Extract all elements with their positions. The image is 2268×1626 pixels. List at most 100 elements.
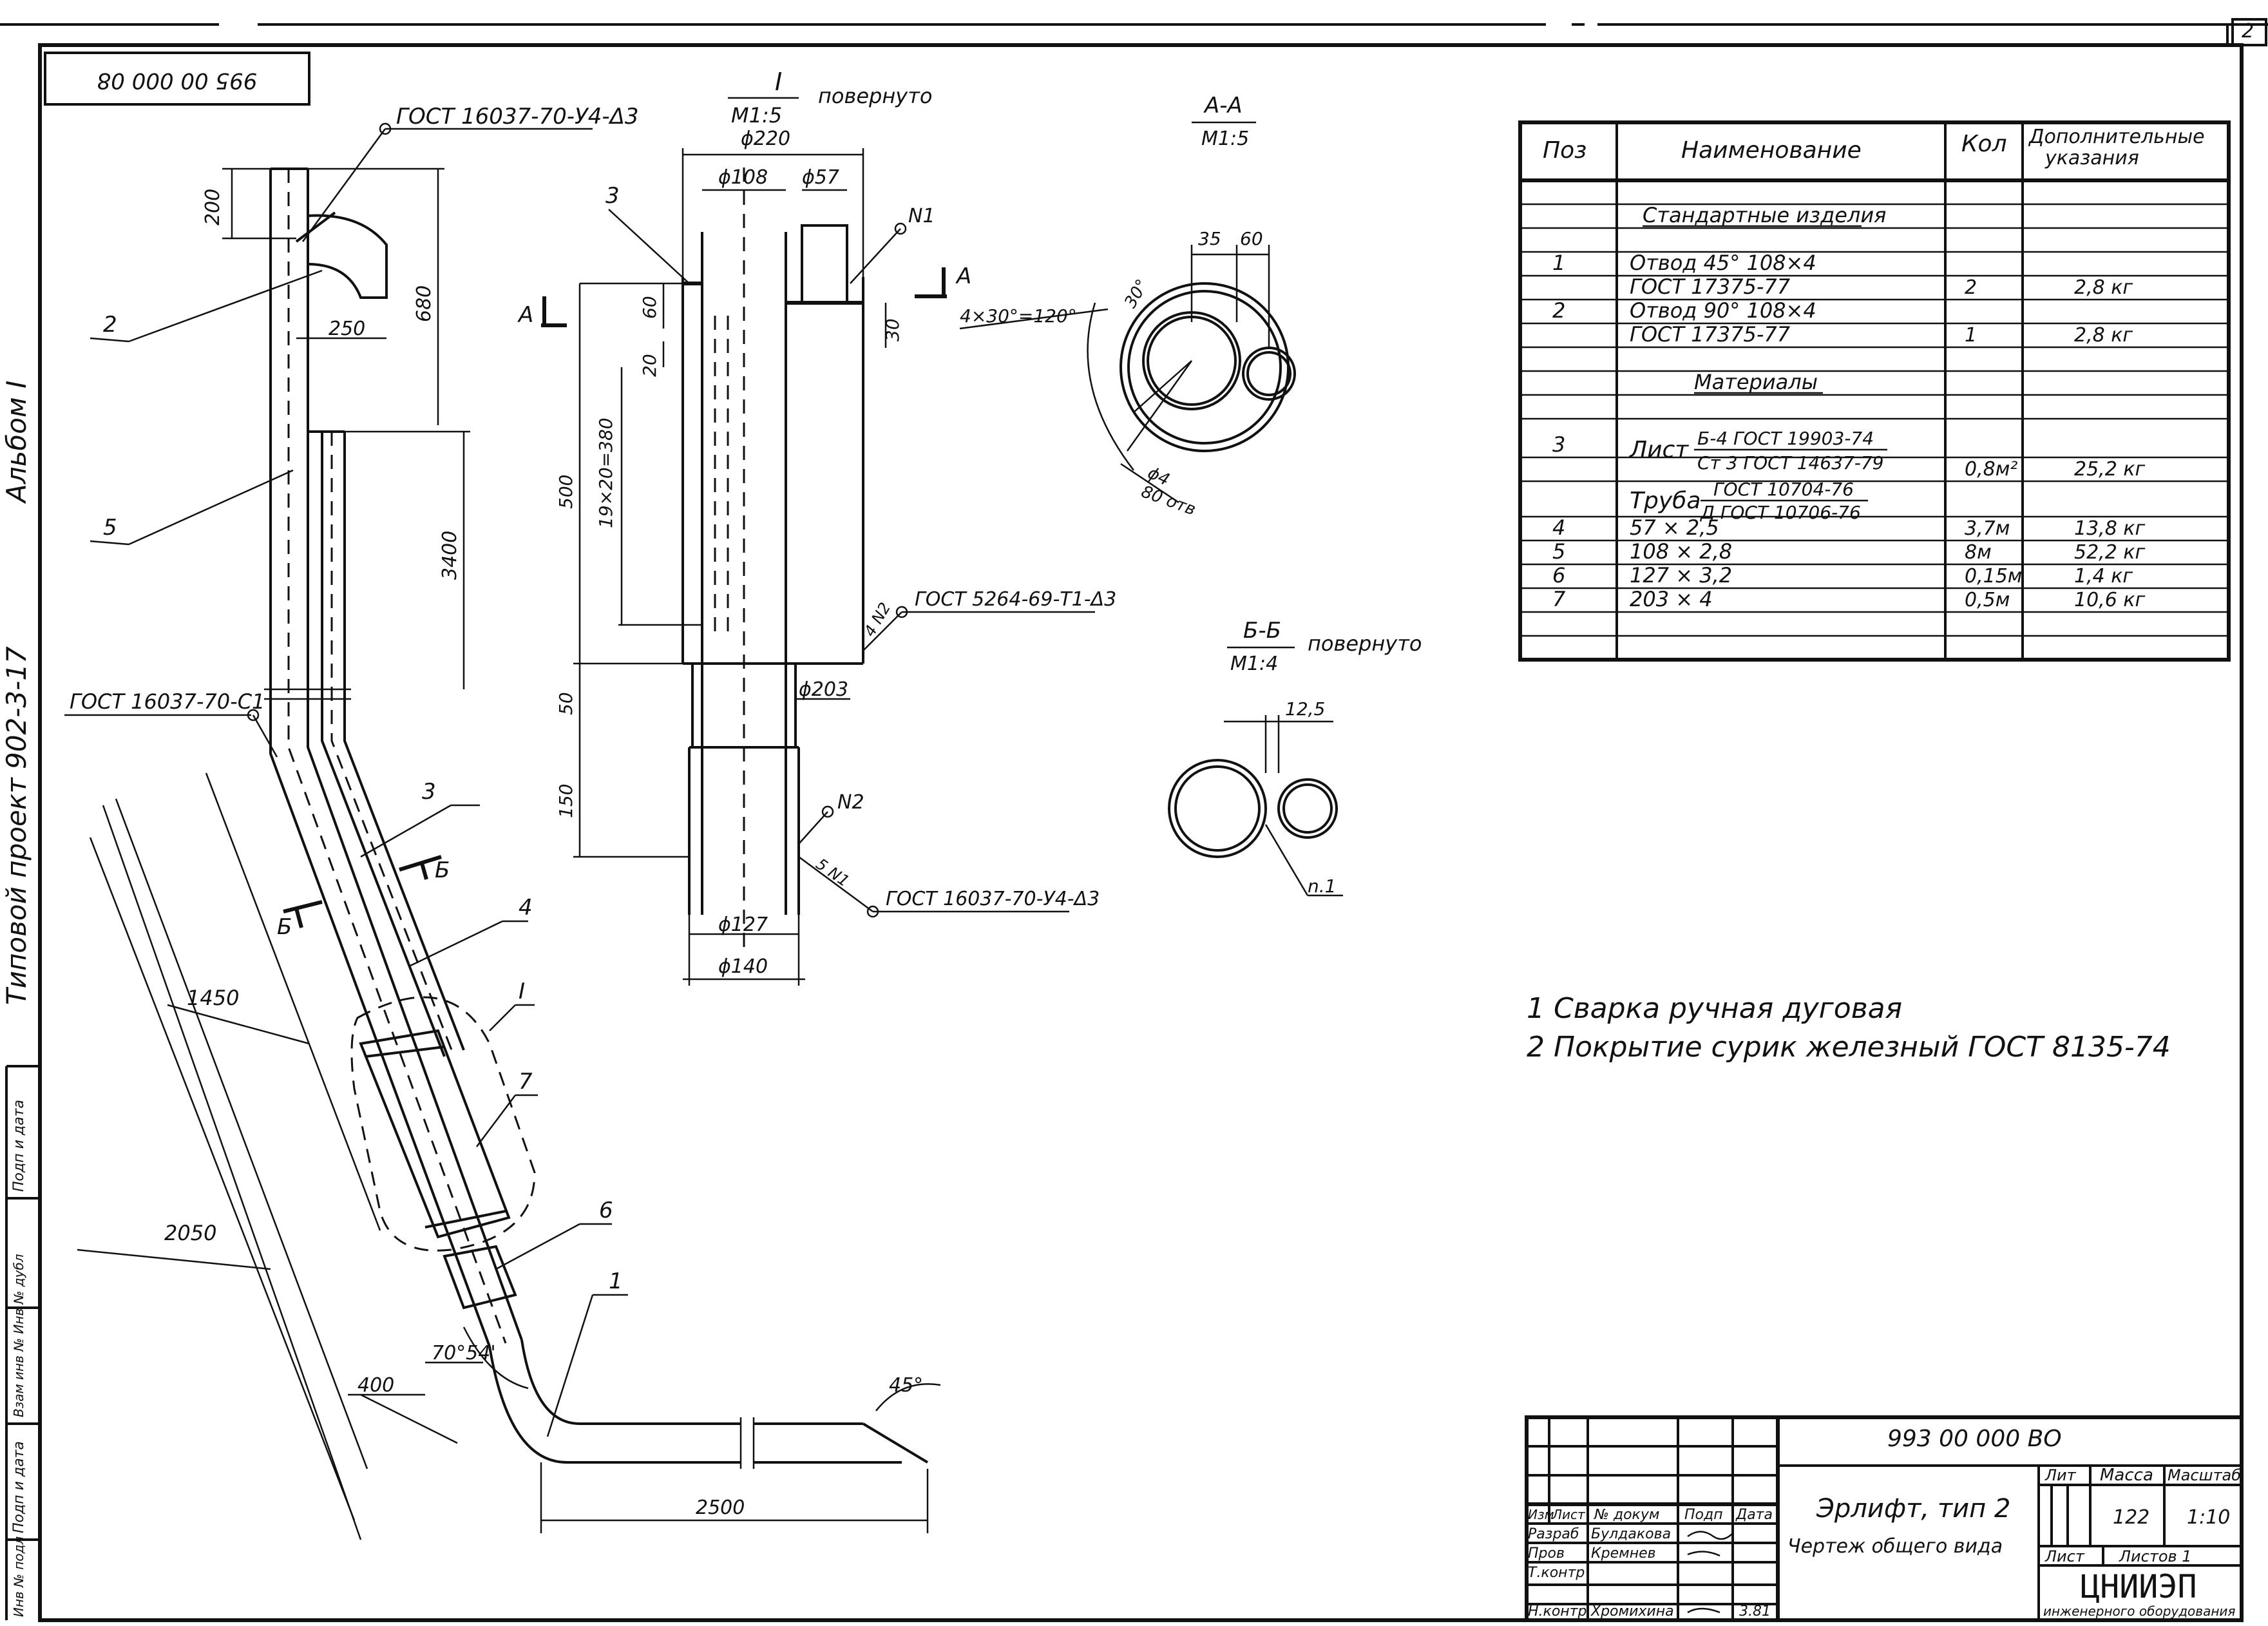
aa-dim-35: 35: [1198, 228, 1221, 249]
tb-sheet-label: Лист: [2044, 1547, 2085, 1565]
tb-mass-value: 122: [2113, 1506, 2149, 1529]
spec-name-4: ГОСТ 17375-77: [1630, 274, 1791, 299]
pos-7-main: 7: [519, 1069, 533, 1095]
sheet-frame: 2 995 00 000 08: [0, 18, 2268, 1622]
section-aa: А-А M1:5 35 60 4×30°=120° 30° ϕ4 80 отв: [959, 93, 1296, 520]
tb-scale-value: 1:10: [2187, 1506, 2230, 1529]
spec-note-14: 52,2 кг: [2074, 541, 2145, 564]
spec-note-16: 10,6 кг: [2074, 589, 2145, 611]
tb-role-4: Н.контр: [1528, 1603, 1587, 1620]
tb-lit-label: Лит: [2044, 1466, 2077, 1484]
corner-number: 2: [2242, 20, 2254, 43]
pos-5: 5: [103, 515, 117, 540]
spec-name-16: 203 × 4: [1630, 587, 1713, 611]
gost-weld1: ГОСТ 5264-69-Т1-Δ3: [915, 588, 1116, 611]
detail-view: I M1:5 повернуто ϕ220 ϕ: [517, 68, 1116, 986]
dim-250: 250: [329, 318, 365, 340]
spec-qty-16: 0,5м: [1965, 589, 2010, 611]
spec-note-13: 13,8 кг: [2074, 517, 2145, 540]
title-block: Изм Лист № докум Подп Дата Разраб Булдак…: [1525, 1415, 2244, 1622]
spec-list-num: Б-4 ГОСТ 19903-74: [1697, 428, 1874, 449]
pos-6-main: 6: [599, 1198, 613, 1223]
spec-qty-13: 3,7м: [1965, 517, 2010, 540]
spec-pos-16: 7: [1552, 587, 1566, 611]
dim-500: 500: [555, 475, 577, 509]
spec-name-5: Отвод 90° 108×4: [1630, 298, 1816, 323]
weld-n2: N2: [837, 791, 864, 814]
signature-1: [1687, 1531, 1733, 1540]
spec-pos-13: 4: [1552, 515, 1565, 540]
spec-name-6: ГОСТ 17375-77: [1630, 322, 1791, 347]
spec-header-2: Кол: [1961, 131, 2007, 157]
tb-role-2: Т.контр: [1528, 1565, 1585, 1581]
spec-pos-10: 3: [1552, 432, 1565, 457]
margin-field-c: Подп и дата: [11, 1441, 27, 1533]
pos-2: 2: [103, 312, 117, 338]
spec-note-4: 2,8 кг: [2074, 276, 2133, 299]
section-bb-scale: M1:4: [1230, 653, 1278, 675]
weld-n1: N1: [908, 205, 935, 227]
dim-2500: 2500: [696, 1497, 745, 1519]
dim-2050: 2050: [164, 1221, 216, 1245]
aa-dim-60: 60: [1240, 228, 1263, 249]
spec-name-1: Стандартные изделия: [1643, 203, 1886, 227]
tb-name-1: Кремнев: [1591, 1545, 1656, 1562]
section-bb-note: повернуто: [1308, 631, 1422, 656]
section-bb-title: Б-Б: [1243, 618, 1281, 644]
dim-30: 30: [882, 318, 903, 341]
margin-field-a: Подп и дата: [11, 1100, 27, 1192]
tb-col-podp: Подп: [1684, 1507, 1723, 1523]
dim-680: 680: [413, 285, 435, 322]
notes: 1 Сварка ручная дуговая 2 Покрытие сурик…: [1527, 992, 2171, 1064]
bb-n1: n.1: [1308, 875, 1336, 897]
spec-note-6: 2,8 кг: [2074, 324, 2133, 347]
weld-4n2: 4 N2: [861, 599, 894, 640]
section-b-left: Б: [277, 914, 292, 940]
spec-name-15: 127 × 3,2: [1630, 563, 1732, 588]
spec-qty-14: 8м: [1965, 541, 1992, 564]
gost-weld2: ГОСТ 16037-70-У4-Δ3: [886, 888, 1100, 910]
spec-pos-5: 2: [1552, 298, 1565, 323]
spec-pipe-num: ГОСТ 10704-76: [1713, 479, 1854, 500]
spec-qty-6: 1: [1965, 324, 1977, 347]
spec-header-notes: Дополнительные: [2028, 126, 2205, 148]
dim-200: 200: [202, 189, 224, 225]
dim-d57: ϕ57: [802, 166, 839, 189]
perforation-holes: [714, 316, 729, 638]
dim-400: 400: [357, 1374, 394, 1397]
bb-dim-125: 12,5: [1285, 698, 1325, 720]
spec-name-8: Материалы: [1694, 370, 1818, 394]
spec-name-13: 57 × 2,5: [1630, 515, 1719, 540]
angle-70-54: 70°54': [432, 1342, 496, 1364]
dim-19x20: 19×20=380: [595, 417, 616, 528]
album-label: Альбом I: [1, 381, 32, 504]
spec-pos-3: 1: [1552, 251, 1565, 275]
tb-col-ndoc: № докум: [1594, 1507, 1659, 1523]
spec-qty-15: 0,15м: [1965, 565, 2022, 588]
note-1: 1 Сварка ручная дуговая: [1527, 992, 1902, 1025]
dim-d108: ϕ108: [718, 166, 768, 189]
detail-ref-main: I: [519, 979, 525, 1004]
tb-col-list: Лист: [1552, 1507, 1586, 1522]
tb-date: 3.81: [1739, 1603, 1771, 1620]
tb-org: ЦНИИЭП: [2081, 1568, 2197, 1605]
spec-header-0: Поз: [1543, 137, 1587, 164]
tb-sheets-label: Листов 1: [2119, 1547, 2192, 1565]
gost-left-label: ГОСТ 16037-70-С1: [70, 689, 265, 714]
tb-role-0: Разраб: [1528, 1526, 1579, 1542]
spec-list-den: Ст 3 ГОСТ 14637-79: [1697, 452, 1883, 473]
tb-subtitle: Чертеж общего вида: [1787, 1535, 2003, 1558]
spec-pipe-den: Д ГОСТ 10706-76: [1699, 502, 1861, 523]
signature-3: [1687, 1607, 1720, 1614]
dim-60: 60: [639, 296, 660, 319]
section-aa-scale: M1:5: [1201, 128, 1249, 150]
tb-doc-code: 993 00 000 ВО: [1887, 1426, 2062, 1452]
pos-3-detail: 3: [605, 183, 620, 209]
spec-header-notes-2: указания: [2044, 147, 2139, 169]
dim-d127: ϕ127: [718, 913, 768, 936]
gost-top-label: ГОСТ 16037-70-У4-Δ3: [396, 104, 639, 129]
tb-title: Эрлифт, тип 2: [1816, 1494, 2010, 1524]
dim-1450: 1450: [187, 986, 239, 1010]
